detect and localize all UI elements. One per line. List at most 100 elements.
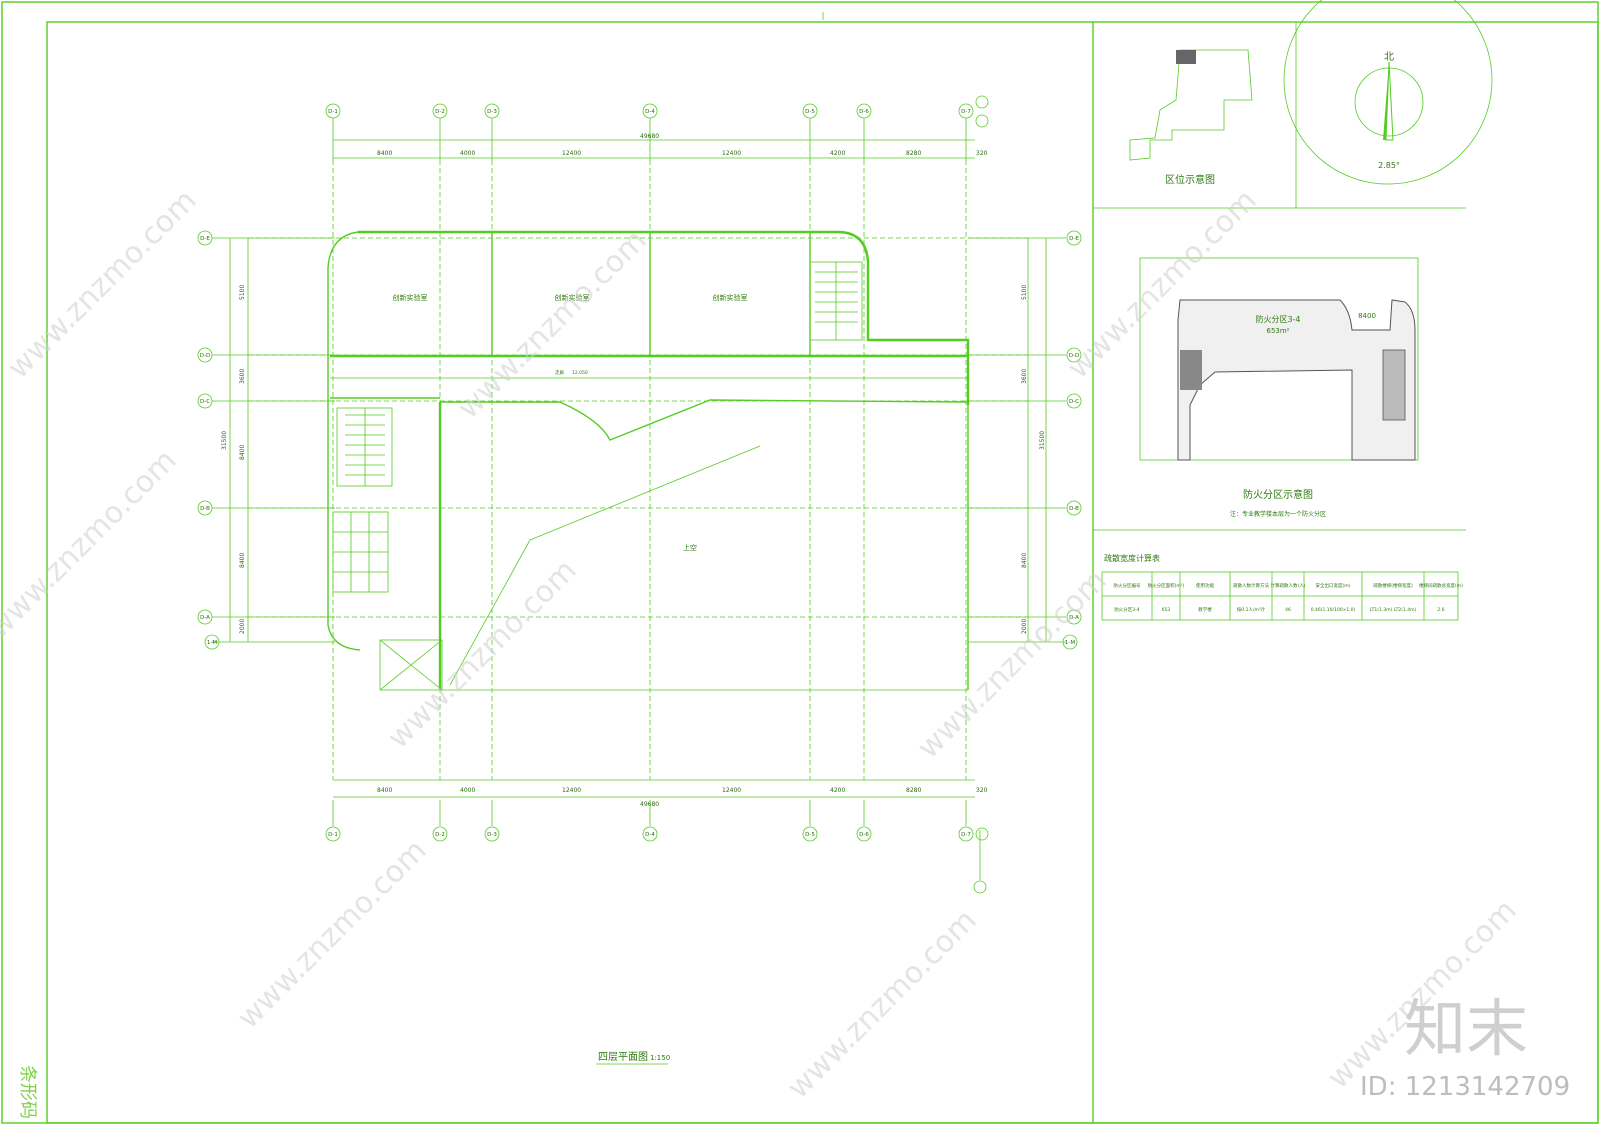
north-angle: 2.85° (1378, 161, 1400, 170)
grid-label-bottom-5: D-5 (805, 832, 815, 838)
grid-label-top-4: D-4 (645, 109, 655, 115)
grid-label-right-5: D-A (1069, 615, 1079, 621)
td-3: 教学楼 (1198, 606, 1212, 613)
watermark-site-6: www.znzmo.com (911, 563, 1114, 766)
dim-right-1: 5100 (1021, 285, 1028, 300)
grid-label-left-6: 1-M (207, 640, 217, 646)
void-label: 上空 (683, 543, 697, 552)
dimension-bottom: 8400 4000 12400 12400 4200 8280 320 4968… (333, 779, 988, 808)
fire-zone-note: 注：专业教学楼本层为一个防火分区 (1230, 510, 1326, 518)
td-2: 653 (1162, 607, 1171, 613)
dim-bottom-2: 4000 (460, 787, 475, 794)
watermark-site-7: www.znzmo.com (231, 833, 434, 1036)
th-7: 疏散楼梯(楼梯宽度) (1373, 582, 1413, 589)
th-5: 计算疏散人数(人) (1270, 582, 1305, 589)
grid-top: D-1 D-2 D-3 D-4 D-5 D-6 D-7 (325, 95, 989, 160)
grid-label-top-3: D-3 (487, 109, 497, 115)
dim-top-7: 320 (976, 150, 988, 157)
table-title: 疏散宽度计算表 (1104, 553, 1160, 563)
watermark-site-1: www.znzmo.com (1, 183, 204, 386)
td-6: 0.46(1.10/100×1.0) (1311, 607, 1356, 613)
watermark-id: ID: 1213142709 (1360, 1072, 1570, 1102)
grid-label-top-7: D-7 (961, 109, 971, 115)
grid-label-right-3: D-C (1069, 399, 1079, 405)
th-1: 防火分区编号 (1114, 582, 1141, 589)
grid-label-top-6: D-6 (859, 109, 869, 115)
grid-label-right-6: 1-M (1065, 640, 1075, 646)
room-label-2: 创新实验室 (555, 293, 590, 302)
fire-zone-area: 653m² (1267, 327, 1290, 335)
evacuation-table: 疏散宽度计算表 防火分区编号 防火分区面积(m²) 使用功能 疏散人数计算方法 … (1101, 553, 1463, 621)
grid-label-top-1: D-1 (328, 109, 338, 115)
north-label: 北 (1384, 51, 1394, 63)
grid-label-left-5: D-A (200, 615, 210, 621)
fire-zone-dim: 8400 (1358, 312, 1376, 320)
dim-top-1: 8400 (377, 150, 392, 157)
grid-label-top-5: D-5 (805, 109, 815, 115)
dim-bottom-4: 12400 (722, 787, 741, 794)
room-label-1: 创新实验室 (393, 293, 428, 302)
th-2: 防火分区面积(m²) (1148, 582, 1185, 589)
grid-label-right-4: D-B (1069, 506, 1079, 512)
td-7: LT1(1.3m) LT2(1.4m) (1370, 607, 1417, 613)
room-label-3: 创新实验室 (713, 293, 748, 302)
dim-left-5: 2000 (239, 619, 246, 634)
dim-bottom-1: 8400 (377, 787, 392, 794)
plan-scale: 1:150 (650, 1054, 670, 1062)
fire-zone-label: 防火分区3-4 (1255, 314, 1300, 324)
grid-label-right-2: D-D (1069, 353, 1079, 359)
td-8: 2.6 (1437, 607, 1444, 613)
td-5: 46 (1285, 607, 1291, 613)
watermark-site-2: www.znzmo.com (451, 223, 654, 426)
th-6: 安全出口宽度(m) (1316, 582, 1351, 589)
grid-label-left-3: D-C (200, 399, 210, 405)
grid-label-bottom-4: D-4 (645, 832, 655, 838)
grid-label-bottom-6: D-6 (859, 832, 869, 838)
grid-right: D-E D-D D-C D-B D-A 1-M 5100 3600 8400 2… (968, 230, 1082, 650)
dim-top-4: 12400 (722, 150, 741, 157)
watermark-logo: 知末 (1404, 992, 1528, 1065)
th-8: 楼梯间疏散总宽度(m) (1419, 582, 1463, 589)
grid-left: D-E D-D D-C D-B D-A 1-M 5100 3600 8400 8… (197, 230, 335, 650)
watermark-site-4: www.znzmo.com (0, 443, 184, 646)
dim-bottom-6: 8280 (906, 787, 921, 794)
watermark-site-5: www.znzmo.com (381, 553, 584, 756)
td-1: 防火分区3-4 (1114, 606, 1139, 613)
grid-label-top-2: D-2 (435, 109, 445, 115)
location-map: 区位示意图 (1129, 49, 1253, 186)
dim-top-5: 4200 (830, 150, 845, 157)
grid-bottom: D-1 D-2 D-3 D-4 D-5 D-6 D-7 (325, 800, 989, 894)
location-highlight (1176, 50, 1196, 64)
watermark-site-8: www.znzmo.com (781, 903, 984, 1106)
dim-left-total: 31500 (221, 431, 228, 450)
grid-label-bottom-3: D-3 (487, 832, 497, 838)
level-mark: 12.050 (572, 370, 588, 376)
building-walls (327, 230, 970, 691)
north-arrow: 北 2.85° (1283, 0, 1493, 185)
th-4: 疏散人数计算方法 (1233, 582, 1269, 589)
dim-bottom-3: 12400 (562, 787, 581, 794)
floor-plan: D-1 D-2 D-3 D-4 D-5 D-6 D-7 49680 8400 4… (197, 95, 1082, 1065)
th-3: 使用功能 (1196, 582, 1214, 589)
fire-zone-diagram: 防火分区3-4 653m² 8400 防火分区示意图 注：专业教学楼本层为一个防… (1139, 257, 1419, 518)
grid-label-left-2: D-D (200, 353, 210, 359)
grid-label-left-4: D-B (200, 506, 210, 512)
plan-title: 四层平面图 (598, 1051, 648, 1063)
corridor-label: 走廊 (555, 369, 564, 376)
dim-top-3: 12400 (562, 150, 581, 157)
dim-top-6: 8280 (906, 150, 921, 157)
grid-label-bottom-7: D-7 (961, 832, 971, 838)
dim-total-top: 49680 (640, 133, 659, 140)
dim-left-4: 8400 (239, 553, 246, 568)
grid-label-left-1: D-E (200, 236, 210, 242)
dim-left-1: 5100 (239, 285, 246, 300)
side-barcode-label: 条形码 (17, 1065, 38, 1119)
dim-right-total: 31500 (1039, 431, 1046, 450)
dim-left-2: 3600 (239, 369, 246, 384)
td-4: 按0.1人/m²计 (1237, 606, 1266, 613)
dim-right-2: 3600 (1021, 369, 1028, 384)
grid-label-right-1: D-E (1069, 236, 1079, 242)
dim-left-3: 8400 (239, 445, 246, 460)
